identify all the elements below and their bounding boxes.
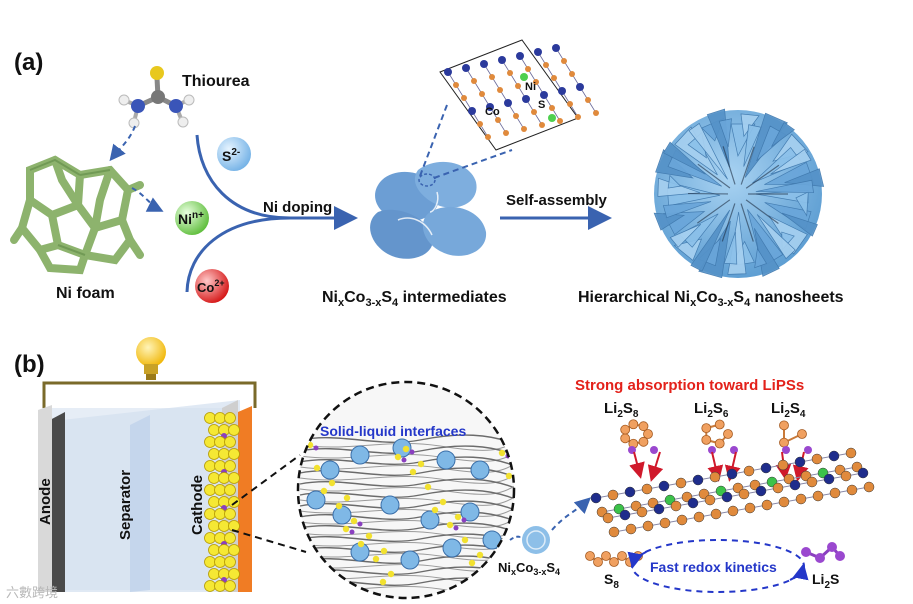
battery-cell (38, 400, 252, 592)
self-assembly-label: Self-assembly (506, 192, 608, 209)
li2s8-label: Li2S8 (604, 400, 639, 420)
crystal-ni-label: Ni (525, 81, 536, 93)
crystal-co-label: Co (485, 106, 500, 118)
absorption-title: Strong absorption toward LiPSs (575, 377, 804, 394)
thiourea-dashed-arrow (109, 125, 136, 162)
li2s-label: Li2S (812, 571, 839, 591)
particle-sphere-icon (522, 526, 550, 554)
zoom-line-right (433, 149, 513, 179)
cathode-current-collector (238, 406, 252, 592)
li2s6-label: Li2S6 (694, 400, 729, 420)
cobalt-ion-sphere (195, 269, 229, 303)
light-bulb-icon (136, 337, 166, 380)
cobalt-ion-label: Co2+ (197, 278, 225, 295)
ion-merge-curve-bottom (185, 216, 291, 293)
fast-redox-kinetics-label: Fast redox kinetics (650, 559, 777, 575)
external-circuit-wire (42, 381, 257, 408)
nanosheets-label: Hierarchical NixCo3-xS4 nanosheets (578, 289, 844, 309)
sulfide-ion-sphere (217, 137, 251, 171)
nickel-ion-sphere (175, 201, 209, 235)
cathode-label: Cathode (189, 475, 206, 535)
ion-merge-curve-top (195, 134, 291, 220)
sulfide-ion-label: S2- (222, 147, 240, 164)
solid-liquid-interfaces-label: Solid-liquid interfaces (320, 423, 466, 439)
crystal-s-label: S (538, 99, 545, 111)
ni-foam-dashed-arrow (131, 187, 164, 212)
intermediate-particles-icon (370, 161, 487, 259)
zoom-line-lower (231, 529, 307, 553)
li2s4-label: Li2S4 (771, 400, 806, 420)
particle-label: NixCo3-xS4 (498, 560, 560, 577)
zoom-line-left (419, 104, 448, 177)
thiourea-molecule-icon (118, 66, 195, 129)
ni-foam-icon (10, 155, 144, 275)
magnified-interface-view (296, 380, 516, 600)
intermediates-label: NixCo3-xS4 intermediates (322, 289, 507, 309)
cathode-sulfur-particles (204, 412, 240, 592)
nickel-cobalt-sulfide-slab-icon (590, 447, 875, 538)
nanosheet-flower-icon (653, 108, 825, 279)
zoom-line-upper (231, 454, 301, 506)
anode-label: Anode (37, 478, 54, 525)
ni-doping-label: Ni doping (263, 199, 332, 216)
anode-layer (50, 412, 65, 592)
panel-a-label: (a) (14, 49, 43, 76)
li2s-molecule-icon (801, 542, 845, 563)
separator-layer (130, 415, 150, 592)
crystal-structure-icon (439, 39, 599, 151)
particle-dashed-arrow (551, 497, 591, 531)
polysulfide-molecules-icon (620, 419, 812, 454)
ni-foam-label: Ni foam (56, 285, 115, 302)
separator-label: Separator (117, 470, 134, 540)
s8-label: S8 (604, 571, 619, 591)
panel-b-label: (b) (14, 351, 45, 378)
watermark-text: 六數跨境 (6, 586, 58, 601)
nickel-ion-label: Nin+ (178, 210, 204, 227)
thiourea-label: Thiourea (182, 73, 250, 90)
